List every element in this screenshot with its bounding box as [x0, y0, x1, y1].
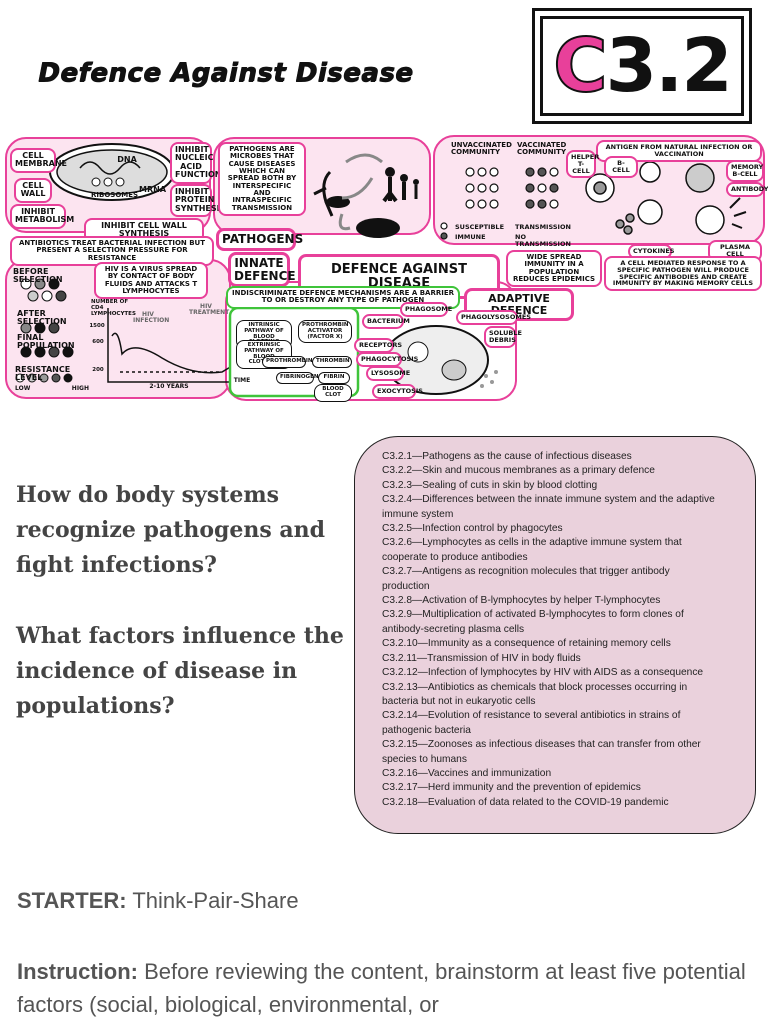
label-unvaccinated: Unvaccinated Community [451, 141, 512, 157]
standard-line: C3.2.14—Evolution of resistance to sever… [382, 710, 681, 722]
label-before-selection: Before Selection [13, 267, 63, 285]
guiding-questions: How do body systems recognize pathogens … [16, 478, 346, 760]
standard-line: cooperate to produce antibodies [382, 551, 528, 563]
label-dna: DNA [117, 155, 137, 164]
starter: STARTER: Think-Pair-Share [17, 888, 299, 914]
instruction-label: Instruction: [17, 959, 138, 984]
page-title: Defence Against Disease [38, 58, 414, 88]
standard-line: C3.2.5—Infection control by phagocytes [382, 523, 563, 535]
standard-line: species to humans [382, 753, 467, 765]
label-fibrinogen: Fibrinogen [276, 372, 318, 384]
label-herd-immunity: Wide spread immunity in a population red… [506, 250, 602, 288]
standard-line: C3.2.6—Lymphocytes as cells in the adapt… [382, 537, 682, 549]
standard-line: C3.2.3—Sealing of cuts in skin by blood … [382, 479, 598, 491]
label-final-population: Final Population [17, 333, 75, 351]
standard-line: C3.2.4—Differences between the innate im… [382, 494, 715, 506]
label-exocytosis: Exocytosis [372, 384, 423, 399]
label-b-cell: B-Cell [604, 156, 638, 178]
label-immune: Immune [455, 233, 486, 241]
topic-badge: C3.2 [532, 8, 752, 124]
label-innate-defence: Innate Defence [228, 252, 296, 288]
label-cell-membrane: Cell Membrane [10, 148, 67, 173]
instruction-text: Before reviewing the content, brainstorm… [17, 959, 746, 1017]
label-phagocytosis: Phagocytosis [356, 352, 418, 367]
standard-line: bacteria but not in eukaryotic cells [382, 695, 536, 707]
label-inhibit-protein: Inhibit Protein Synthesis [170, 184, 225, 218]
label-prothrombin: Prothrombin [262, 356, 313, 368]
label-pathogens: Pathogens [216, 228, 303, 251]
label-cell-wall: Cell Wall [14, 178, 52, 203]
question-2: What factors influence the incidence of … [16, 623, 344, 719]
standard-line: C3.2.1—Pathogens as the cause of infecti… [382, 451, 632, 462]
label-mrna: mRNA [139, 185, 167, 194]
label-cd4: Number of CD4 Lymphocytes [91, 299, 136, 317]
standard-line: production [382, 580, 430, 592]
label-inhibit-nucleic-acid: Inhibit Nucleic Acid Function [170, 142, 221, 184]
standard-line: C3.2.11—Transmission of HIV in body flui… [382, 652, 581, 664]
label-hiv-desc: HIV is a virus spread by contact of body… [94, 262, 208, 300]
label-bacterium: Bacterium [362, 314, 410, 329]
standard-line: C3.2.13—Antibiotics as chemicals that bl… [382, 681, 688, 693]
label-no-transmission: No Transmission [515, 233, 571, 248]
standard-line: C3.2.7—Antigens as recognition molecules… [382, 566, 670, 578]
label-fibrin: Fibrin [318, 372, 350, 384]
label-cell-mediated: A cell mediated response to a specific p… [604, 256, 762, 292]
label-memory-b-cell: Memory B-Cell [726, 160, 764, 182]
standard-line: C3.2.12—Infection of lymphocytes by HIV … [382, 667, 704, 679]
label-helper-t-cell: Helper T-Cell [566, 150, 599, 179]
standard-line: C3.2.16—Vaccines and immunization [382, 767, 552, 779]
label-hiv-treatment: HIV Treatment [189, 303, 230, 317]
label-resistance-level: Resistance Level [15, 365, 71, 383]
starter-label: STARTER: [17, 888, 127, 913]
standard-line: C3.2.17—Herd immunity and the prevention… [382, 782, 641, 794]
standard-line: C3.2.15—Zoonoses as infectious diseases … [382, 739, 701, 751]
standard-line: immune system [382, 508, 454, 520]
label-after-selection: After Selection [17, 309, 67, 327]
label-thrombin: Thrombin [312, 356, 352, 368]
label-antibody: Antibody [726, 182, 768, 197]
label-time: Time [233, 377, 251, 384]
standard-line: C3.2.9—Multiplication of activated B-lym… [382, 609, 684, 621]
label-transmission: Transmission [515, 223, 571, 231]
standard-line: pathogenic bacteria [382, 724, 471, 736]
label-phagosome: Phagosome [400, 302, 452, 317]
badge-letter: C [552, 22, 608, 110]
label-antigen: Antigen from natural infection or vaccin… [596, 140, 762, 162]
label-pathogens-desc: Pathogens are microbes that cause diseas… [218, 142, 306, 217]
tick-1500: 1500 [89, 323, 105, 329]
standard-line: C3.2.10—Immunity as a consequence of ret… [382, 638, 671, 650]
standard-line: C3.2.2—Skin and mucous membranes as a pr… [382, 465, 655, 477]
tick-200: 200 [92, 367, 104, 373]
label-inhibit-metabolism: Inhibit Metabolism [10, 204, 74, 229]
label-high: High [71, 385, 89, 392]
standards-panel: C3.2.1—Pathogens as the cause of infecti… [354, 436, 756, 834]
label-low: Low [15, 385, 31, 392]
label-vaccinated: Vaccinated Community [517, 141, 567, 157]
mind-map-illustration: Cell Membrane Cell Wall Inhibit Metaboli… [0, 132, 768, 408]
badge-number: 3.2 [605, 23, 733, 109]
label-soluble-debris: Soluble Debris [484, 326, 522, 348]
standard-line: C3.2.8—Activation of B-lymphocytes by he… [382, 595, 661, 607]
tick-600: 600 [92, 339, 104, 345]
label-lysosome: Lysosome [366, 366, 410, 381]
label-receptors: Receptors [354, 338, 402, 353]
starter-text: Think-Pair-Share [132, 888, 299, 913]
label-phagolysosomes: Phagolysosomes [456, 310, 531, 325]
standard-line: C3.2.18—Evaluation of data related to th… [382, 796, 669, 808]
instruction: Instruction: Before reviewing the conten… [17, 955, 757, 1021]
label-prothrombin-activator: Prothrombin Activator (Factor X) [298, 320, 352, 344]
label-susceptible: Susceptible [455, 223, 505, 231]
label-hiv-infection: HIV Infection [133, 311, 170, 325]
standard-line: antibody-secreting plasma cells [382, 623, 525, 635]
label-years: 2-10 Years [149, 383, 189, 390]
question-1: How do body systems recognize pathogens … [16, 482, 326, 578]
label-blood-clot: Blood Clot [314, 384, 352, 402]
label-ribosomes: Ribosomes [91, 191, 139, 199]
